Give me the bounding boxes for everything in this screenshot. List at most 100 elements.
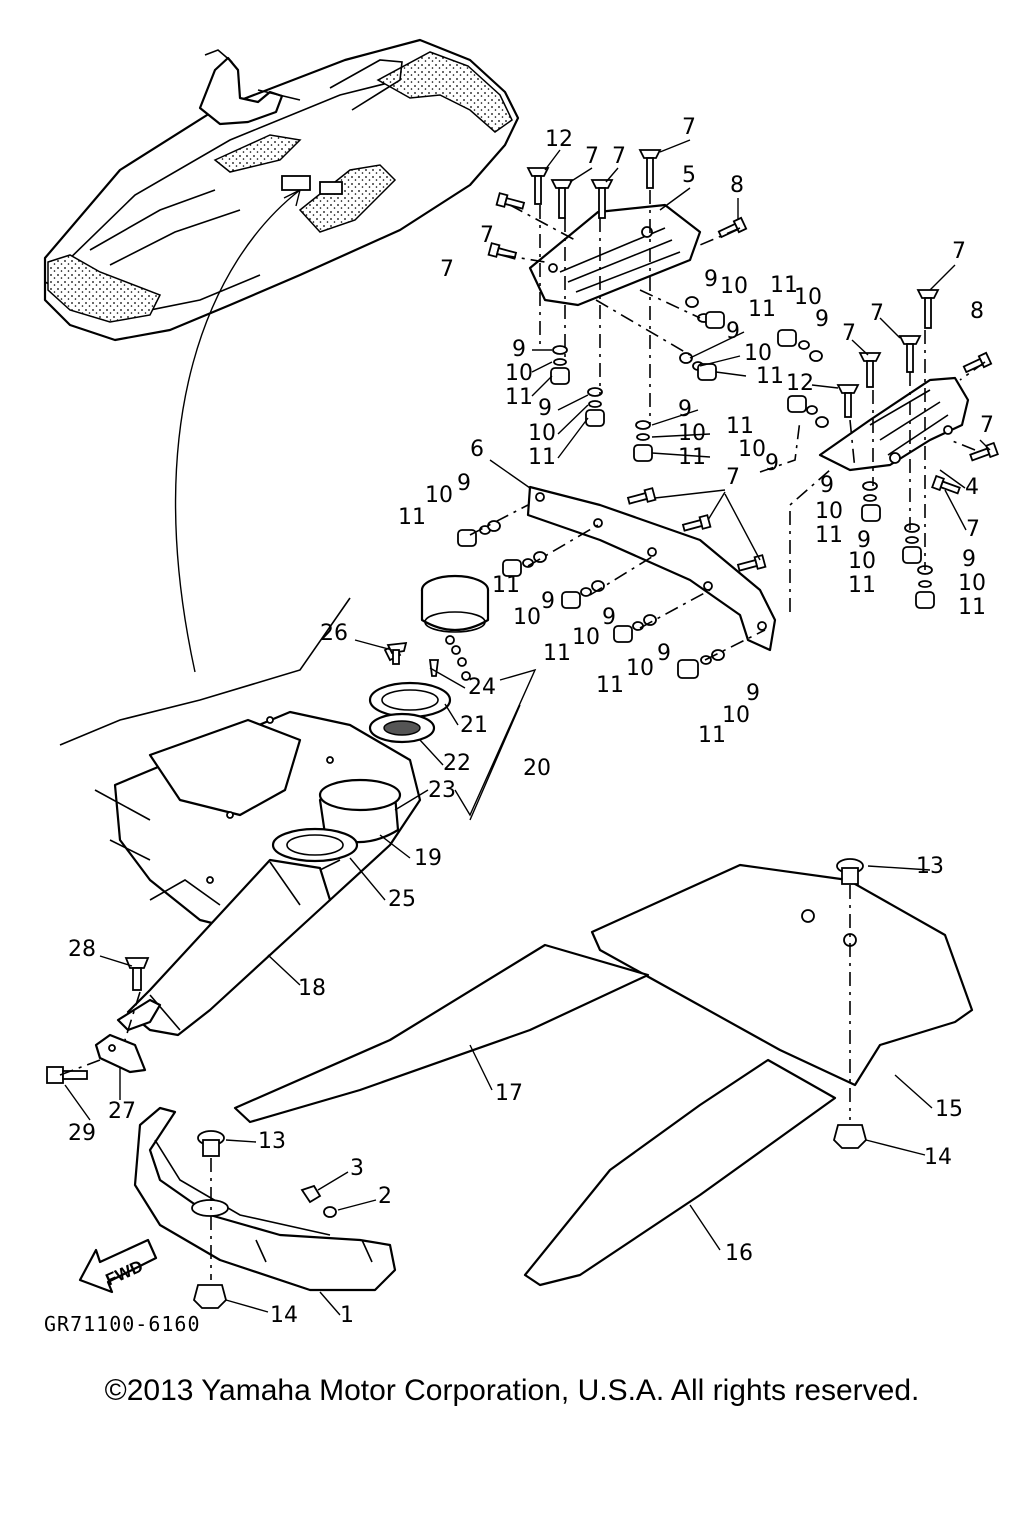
label-7: 7 [440,257,454,282]
label-3: 3 [350,1156,364,1181]
label-9: 9 [704,267,718,292]
label-23: 23 [428,778,456,803]
label-9: 9 [765,451,779,476]
label-11: 11 [748,297,776,322]
label-12: 12 [545,127,573,152]
label-27: 27 [108,1099,136,1124]
hull-cutout-marker [281,175,311,191]
label-9: 9 [657,641,671,666]
label-10: 10 [505,361,533,386]
label-10: 10 [572,625,600,650]
label-7: 7 [966,517,980,542]
label-22: 22 [443,751,471,776]
label-11: 11 [528,445,556,470]
label-9: 9 [857,528,871,553]
label-8: 8 [970,299,984,324]
label-15: 15 [935,1097,963,1122]
forward-direction-arrow: FWD [78,1238,158,1294]
hardware-group [46,149,999,1309]
label-9: 9 [962,547,976,572]
label-9: 9 [602,605,616,630]
label-17: 17 [495,1081,523,1106]
label-10: 10 [425,483,453,508]
label-14: 14 [924,1145,952,1170]
label-11: 11 [958,595,986,620]
label-2: 2 [378,1184,392,1209]
label-29: 29 [68,1121,96,1146]
label-9: 9 [457,471,471,496]
label-10: 10 [958,571,986,596]
pad-part-16 [523,1058,837,1287]
label-11: 11 [543,641,571,666]
label-6: 6 [470,437,484,462]
label-7: 7 [682,115,696,140]
label-8: 8 [730,173,744,198]
label-11: 11 [505,385,533,410]
label-11: 11 [756,364,784,389]
label-13: 13 [258,1129,286,1154]
label-10: 10 [626,656,654,681]
label-18: 18 [298,976,326,1001]
leader-lines [59,190,986,1280]
label-10: 10 [678,421,706,446]
label-25: 25 [388,887,416,912]
label-26: 26 [320,621,348,646]
label-9: 9 [815,307,829,332]
label-21: 21 [460,713,488,738]
label-10: 10 [744,341,772,366]
bracket-part-5 [528,203,702,307]
bracket-part-27 [94,1033,147,1074]
label-10: 10 [513,605,541,630]
label-24: 24 [468,675,496,700]
intake-duct-part-18 [126,858,332,1037]
label-12: 12 [786,371,814,396]
label-9: 9 [512,337,526,362]
label-14: 14 [270,1303,298,1328]
label-11: 11 [678,445,706,470]
callout-arrow-line [174,189,301,673]
label-4: 4 [965,475,979,500]
bumper-part-1 [133,1106,397,1292]
label-11: 11 [492,573,520,598]
label-11: 11 [815,523,843,548]
label-9: 9 [678,397,692,422]
label-16: 16 [725,1241,753,1266]
label-9: 9 [820,473,834,498]
label-11: 11 [848,573,876,598]
label-5: 5 [682,163,696,188]
label-7: 7 [980,413,994,438]
label-10: 10 [794,285,822,310]
label-10: 10 [722,703,750,728]
watercraft-overview-illustration [43,38,520,673]
diagram-code: GR71100-6160 [44,1312,201,1336]
label-7: 7 [952,239,966,264]
label-11: 11 [726,414,754,439]
pad-part-15 [590,863,974,1087]
label-7: 7 [726,465,740,490]
label-10: 10 [528,421,556,446]
label-20: 20 [523,756,551,781]
label-10: 10 [848,549,876,574]
label-11: 11 [596,673,624,698]
label-9: 9 [746,681,760,706]
label-9: 9 [538,396,552,421]
label-10: 10 [738,437,766,462]
label-11: 11 [398,505,426,530]
label-28: 28 [68,937,96,962]
copyright-notice: ©2013 Yamaha Motor Corporation, U.S.A. A… [104,1374,920,1407]
label-7: 7 [480,223,494,248]
label-leaders [64,139,991,1316]
label-7: 7 [585,144,599,169]
label-10: 10 [815,499,843,524]
label-13: 13 [916,854,944,879]
label-11: 11 [770,273,798,298]
pad-part-17 [233,943,650,1124]
label-7: 7 [870,301,884,326]
part-labels: 12 7 7 7 7 5 8 7 9 10 11 9 10 11 9 10 11… [68,115,994,1328]
label-9: 9 [726,319,740,344]
label-11: 11 [698,723,726,748]
hull-deck-section [59,597,422,937]
label-1: 1 [340,1303,354,1328]
label-19: 19 [414,846,442,871]
